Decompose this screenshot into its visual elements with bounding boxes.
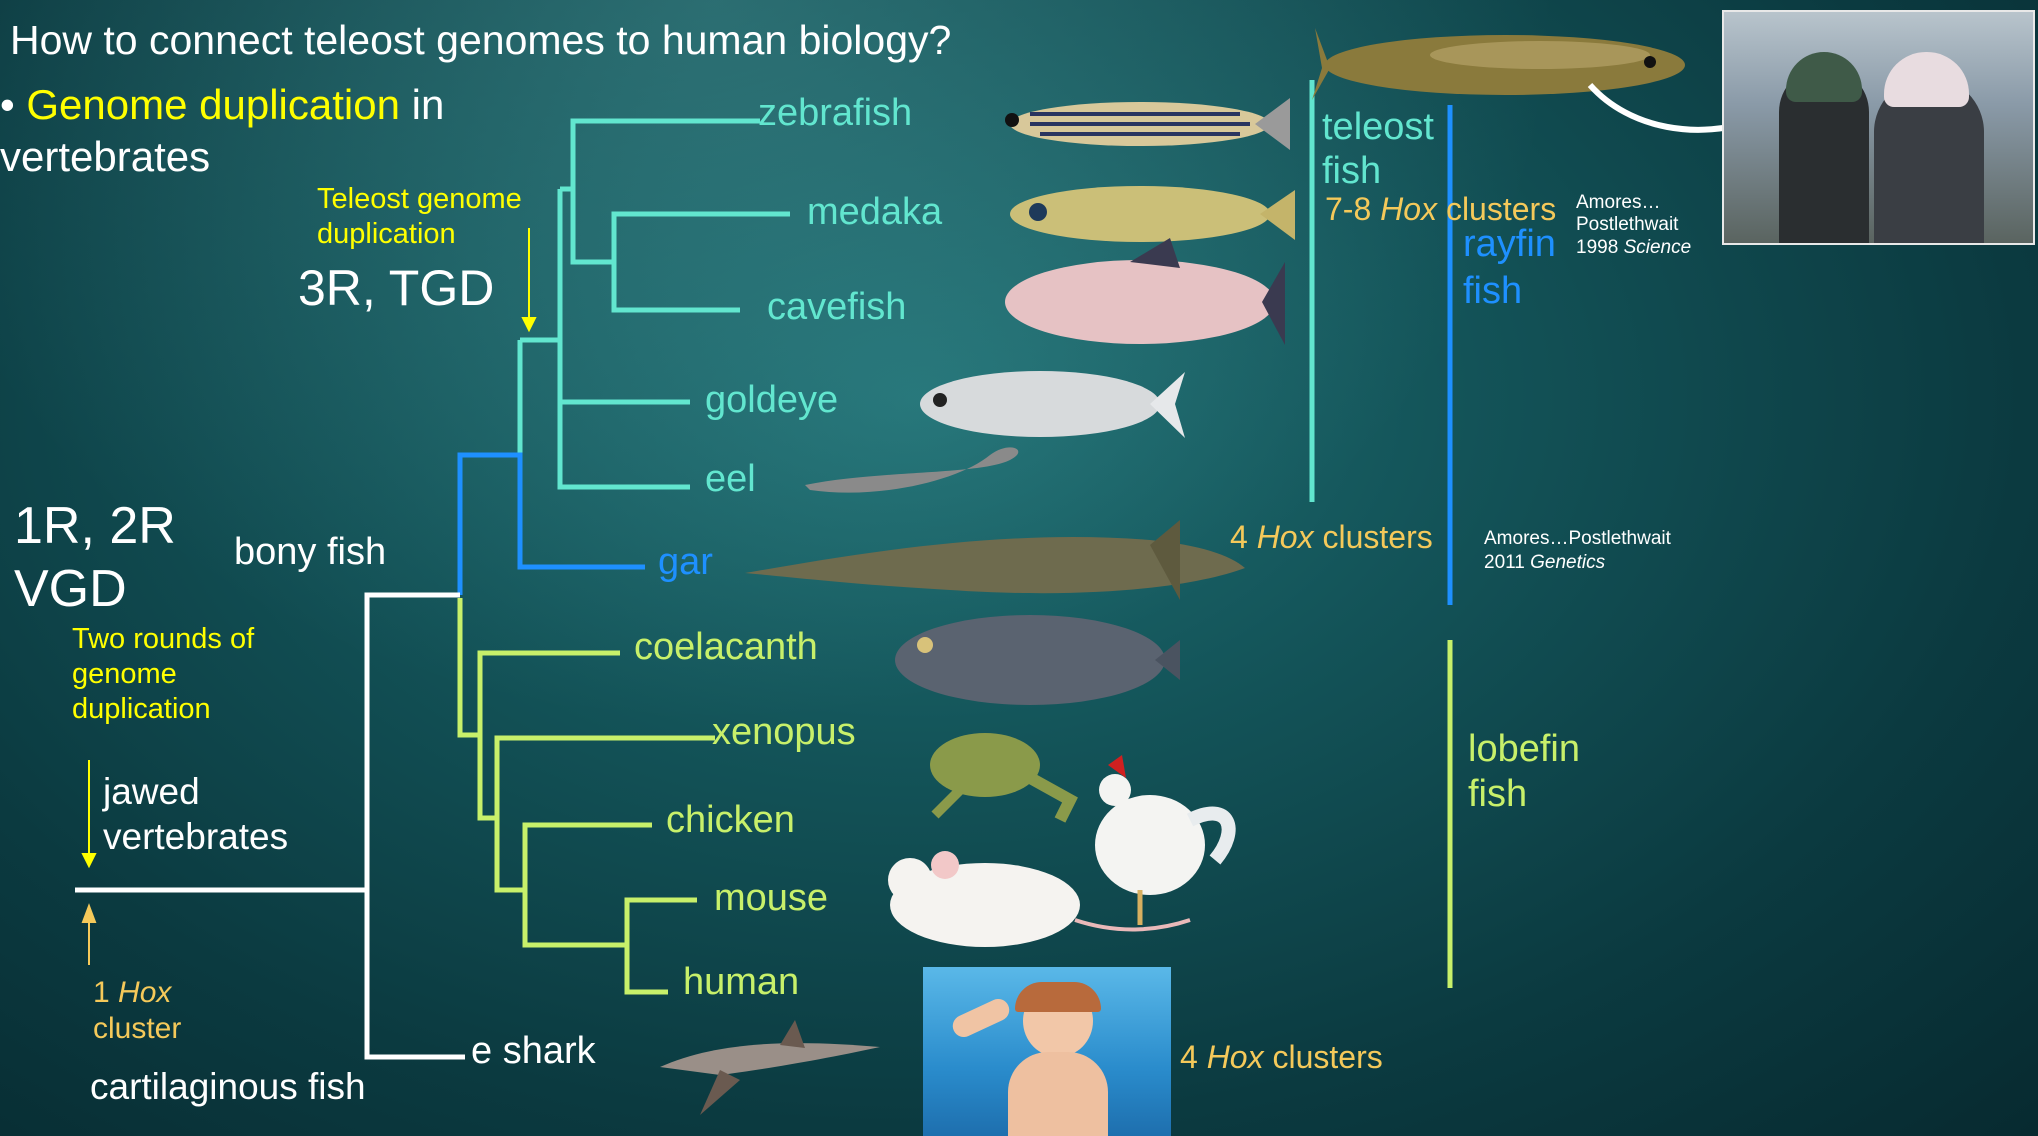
- bony-fish-label: bony fish: [234, 533, 386, 571]
- taxon-medaka: medaka: [807, 193, 942, 231]
- bullet-marker: •: [0, 81, 15, 128]
- citation-1998-line-1: Amores…: [1576, 192, 1660, 214]
- gar-hox-italic: Hox: [1257, 519, 1314, 555]
- tgd-label: 3R, TGD: [298, 263, 494, 313]
- branch-bony-fish: [367, 595, 460, 890]
- citation-2011-line-1: Amores…Postlethwait: [1484, 528, 1671, 550]
- citation-1998-line-2: Postlethwait: [1576, 214, 1678, 236]
- rayfin-label-1: rayfin: [1463, 225, 1556, 263]
- taxon-zebrafish: zebrafish: [758, 94, 912, 132]
- xenopus-image: [930, 733, 1070, 820]
- taxon-gar: gar: [658, 543, 713, 581]
- branch-tetrapod-stem: [480, 735, 497, 818]
- eel-image: [805, 447, 1018, 492]
- vgd-caption-1: Two rounds of: [72, 625, 254, 654]
- stickleback-image: [1312, 28, 1685, 100]
- coelacanth-image: [895, 615, 1180, 705]
- taxon-human: human: [683, 963, 799, 1001]
- tgd-caption-2: duplication: [317, 220, 456, 249]
- teleost-hox-prefix: 7-8: [1325, 191, 1371, 227]
- teleost-label-1: teleost: [1322, 108, 1434, 146]
- bullet-rest: in: [412, 81, 445, 128]
- branch-zebrafish: [560, 121, 760, 189]
- jawed-vertebrates-1: jawed: [103, 773, 200, 810]
- one-hox-line-1: 1 Hox: [93, 978, 171, 1008]
- human-hox-label: 4 Hox clusters: [1180, 1041, 1383, 1073]
- cavefish-image: [1005, 238, 1285, 345]
- branch-medaka: [614, 214, 790, 310]
- vgd-caption-3: duplication: [72, 695, 211, 724]
- child-right-hat: [1884, 52, 1969, 107]
- one-hox-prefix: 1: [93, 976, 110, 1009]
- branch-shark: [367, 890, 465, 1057]
- taxon-chicken: chicken: [666, 801, 795, 839]
- hox-arrow: [83, 906, 95, 965]
- children-photo: [1722, 10, 2035, 245]
- lobefin-label-2: fish: [1468, 775, 1527, 813]
- branch-mouse: [627, 900, 697, 945]
- gar-image: [745, 520, 1245, 600]
- child-left-hat: [1786, 52, 1862, 102]
- branch-human: [627, 945, 668, 992]
- teleost-label-2: fish: [1322, 152, 1381, 190]
- vgd-caption-2: genome: [72, 660, 177, 689]
- teleost-hox-label: 7-8 Hox clusters: [1325, 193, 1556, 225]
- rayfin-label-2: fish: [1463, 272, 1522, 310]
- goldeye-image: [920, 371, 1185, 438]
- taxon-goldeye: goldeye: [705, 381, 838, 419]
- vgd-label-2: VGD: [14, 563, 127, 615]
- citation-1998-journal: Science: [1624, 237, 1692, 258]
- human-hox-suffix: clusters: [1272, 1039, 1382, 1075]
- citation-2011-line-2: 2011 Genetics: [1484, 552, 1605, 574]
- taxon-coelacanth: coelacanth: [634, 628, 818, 666]
- teleost-hox-italic: Hox: [1380, 191, 1437, 227]
- branch-chicken: [525, 825, 652, 890]
- citation-1998-line-3: 1998 Science: [1576, 237, 1691, 259]
- taxon-mouse: mouse: [714, 879, 828, 917]
- branch-coelacanth: [480, 653, 620, 735]
- chicken-image: [1095, 755, 1229, 925]
- branch-mammal-stem: [525, 890, 627, 945]
- human-hox-italic: Hox: [1207, 1039, 1264, 1075]
- baby-swimming-photo: [923, 967, 1171, 1136]
- bullet-line-2: vertebrates: [0, 136, 210, 178]
- branch-goldeye: [560, 340, 690, 402]
- citation-2011-year: 2011: [1484, 552, 1525, 573]
- one-hox-line-2: cluster: [93, 1014, 181, 1044]
- branch-lobefin-stem: [460, 598, 480, 735]
- human-hox-prefix: 4: [1180, 1039, 1198, 1075]
- branch-rayfin-node: [460, 455, 645, 595]
- gar-hox-prefix: 4: [1230, 519, 1248, 555]
- teleost-hox-suffix: clusters: [1446, 191, 1556, 227]
- vgd-label-1: 1R, 2R: [14, 500, 176, 552]
- jawed-vertebrates-2: vertebrates: [103, 818, 288, 855]
- gar-hox-label: 4 Hox clusters: [1230, 521, 1433, 553]
- slide-title: How to connect teleost genomes to human …: [10, 20, 951, 61]
- branch-eel: [560, 402, 690, 487]
- bullet-highlight: Genome duplication: [26, 81, 400, 128]
- taxon-eel: eel: [705, 460, 756, 498]
- citation-2011-journal: Genetics: [1530, 552, 1605, 573]
- zebrafish-image: [1005, 98, 1290, 150]
- medaka-image: [1010, 186, 1295, 242]
- branch-amniote-stem: [497, 818, 525, 890]
- taxon-xenopus: xenopus: [712, 713, 856, 751]
- taxon-cavefish: cavefish: [767, 288, 906, 326]
- shark-image: [660, 1020, 880, 1115]
- lobefin-label-1: lobefin: [1468, 730, 1580, 768]
- tgd-caption-1: Teleost genome: [317, 185, 522, 214]
- branch-cavefish-node: [573, 189, 614, 262]
- bullet-line-1: • Genome duplication in: [0, 84, 444, 126]
- citation-1998-year: 1998: [1576, 237, 1618, 258]
- cartilaginous-fish-label: cartilaginous fish: [90, 1068, 366, 1105]
- one-hox-italic: Hox: [118, 976, 171, 1009]
- gar-hox-suffix: clusters: [1322, 519, 1432, 555]
- taxon-shark: e shark: [471, 1032, 596, 1070]
